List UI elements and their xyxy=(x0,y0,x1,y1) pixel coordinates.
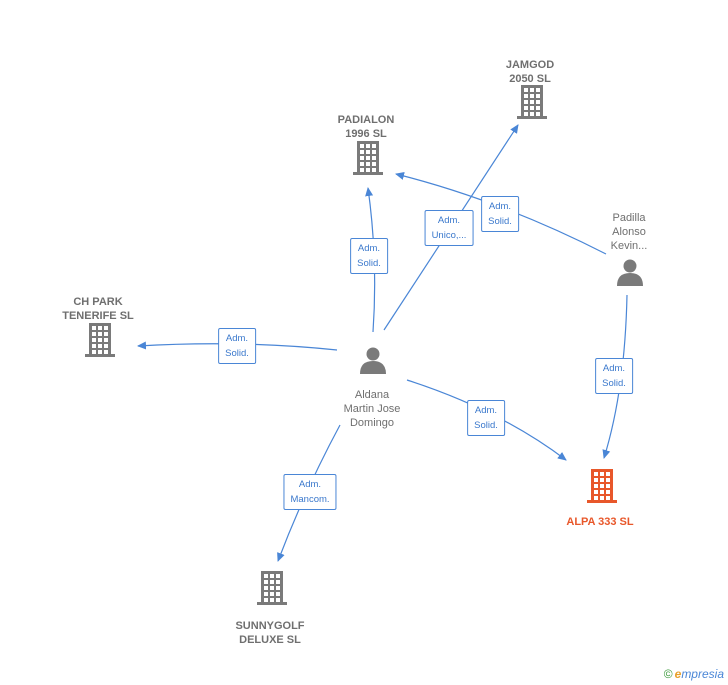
edge-label-line: Adm. xyxy=(437,215,461,226)
node-label-line: Padilla xyxy=(612,212,646,224)
edge-label-aldana-to-chpark[interactable]: Adm. Solid. xyxy=(218,328,256,364)
node-label-line: 1996 SL xyxy=(345,128,387,140)
person-icon[interactable] xyxy=(360,347,386,375)
node-label-line: CH PARK xyxy=(73,296,123,308)
edge-label-line: Solid. xyxy=(602,378,626,389)
copyright-icon: © xyxy=(663,667,673,681)
node-label-line: Kevin... xyxy=(610,240,648,252)
node-label-jamgod[interactable]: JAMGOD 2050 SL xyxy=(506,58,554,86)
node-label-line: DELUXE SL xyxy=(239,634,301,646)
building-icon[interactable] xyxy=(85,323,115,357)
node-label-line: ALPA 333 SL xyxy=(566,516,634,528)
node-label-padialon[interactable]: PADIALON 1996 SL xyxy=(338,113,395,141)
edge-label-line: Adm. xyxy=(488,201,512,212)
edge-label-line: Adm. xyxy=(298,479,322,490)
empresia-logo-text: mpresia xyxy=(681,667,724,681)
edge-label-line: Solid. xyxy=(225,348,249,359)
edge-label-aldana-to-jamgod[interactable]: Adm. Unico,... xyxy=(424,210,474,246)
empresia-logo-initial: e xyxy=(674,667,682,681)
node-label-chpark[interactable]: CH PARK TENERIFE SL xyxy=(62,295,134,323)
edge-label-padilla-to-alpa[interactable]: Adm. Solid. xyxy=(595,358,633,394)
node-label-line: JAMGOD xyxy=(505,59,555,71)
node-label-sunnygolf[interactable]: SUNNYGOLF DELUXE SL xyxy=(235,619,304,647)
node-label-line: Aldana xyxy=(354,389,390,401)
building-icon[interactable] xyxy=(353,141,383,175)
edge-label-aldana-to-sunnygolf[interactable]: Adm. Mancom. xyxy=(283,474,337,510)
person-icon[interactable] xyxy=(617,259,643,287)
node-label-line: TENERIFE SL xyxy=(62,310,134,322)
edge-label-line: Adm. xyxy=(225,333,249,344)
edge-label-line: Solid. xyxy=(474,420,498,431)
building-icon[interactable] xyxy=(257,571,287,605)
node-label-line: Alonso xyxy=(612,226,646,238)
node-label-line: Domingo xyxy=(349,417,395,429)
node-label-line: PADIALON xyxy=(337,114,395,126)
edge-label-aldana-to-alpa[interactable]: Adm. Solid. xyxy=(467,400,505,436)
edge-label-aldana-to-padialon[interactable]: Adm. Solid. xyxy=(350,238,388,274)
edge-label-line: Solid. xyxy=(357,258,381,269)
node-label-line: SUNNYGOLF xyxy=(235,620,305,632)
edge-label-line: Adm. xyxy=(602,363,626,374)
node-label-line: Martin Jose xyxy=(343,403,401,415)
building-icon[interactable] xyxy=(517,85,547,119)
edge-label-line: Adm. xyxy=(474,405,498,416)
edge-label-padilla-to-padialon[interactable]: Adm. Solid. xyxy=(481,196,519,232)
edge-label-line: Solid. xyxy=(488,216,512,227)
edge-label-line: Adm. xyxy=(357,243,381,254)
empresia-watermark: ©empresia xyxy=(664,667,724,681)
node-label-line: 2050 SL xyxy=(509,73,551,85)
building-icon[interactable] xyxy=(587,469,617,503)
node-label-alpa[interactable]: ALPA 333 SL xyxy=(566,515,633,529)
edge-label-line: Mancom. xyxy=(290,494,330,505)
edge-label-line: Unico,... xyxy=(431,230,467,241)
